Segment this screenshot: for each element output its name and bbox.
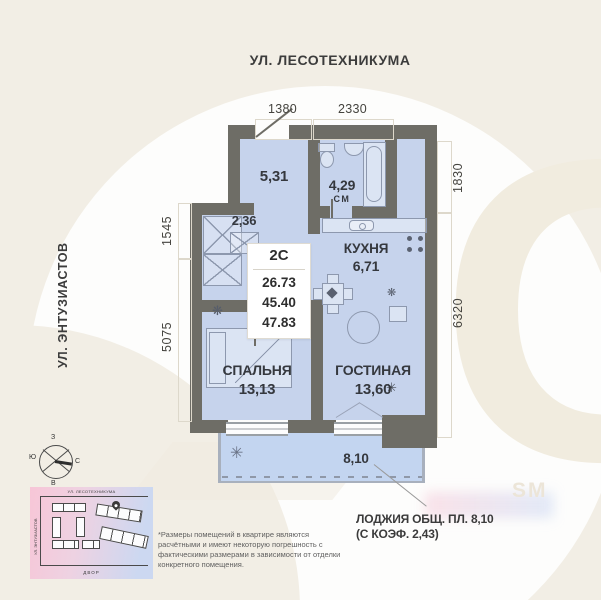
wall <box>288 420 336 433</box>
compass-circle <box>39 445 73 479</box>
unit-info-card: 2С 26.73 45.40 47.83 <box>247 243 311 339</box>
stove-icon <box>407 236 412 241</box>
minimap-building <box>52 503 86 512</box>
compass-west: З <box>51 434 56 441</box>
dimension-top-2: 2330 <box>337 102 367 116</box>
vent-icon: ✳ <box>230 445 244 462</box>
bed-fold-line <box>235 331 287 383</box>
plant-icon: ❋ <box>387 287 397 299</box>
dimension-bracket <box>437 212 452 438</box>
dimension-right-2: 6320 <box>451 297 465 329</box>
compass: З Ю С В <box>29 434 82 488</box>
street-label-top: УЛ. ЛЕСОТЕХНИКУМА <box>249 52 411 68</box>
decor-box-icon <box>389 306 407 322</box>
bathtub-icon <box>363 142 386 207</box>
compass-east: В <box>51 480 56 487</box>
dimension-bracket <box>437 141 452 214</box>
minimap-building <box>52 540 79 549</box>
kitchen-sink-drain <box>359 223 366 230</box>
unit-area-value: 45.40 <box>262 295 296 310</box>
wall <box>308 139 320 234</box>
divider <box>253 269 305 270</box>
dimension-bracket <box>313 119 394 140</box>
wall <box>320 206 330 218</box>
kitchen-counter <box>322 218 427 233</box>
minimap-street-left-label: УЛ. ЭНТУЗИАСТОВ <box>33 518 38 555</box>
kitchen-area: 6,71 <box>352 258 380 274</box>
dimension-top-1: 1380 <box>267 102 297 116</box>
wall <box>289 125 437 139</box>
toilet-icon <box>320 151 334 168</box>
bedroom-name: СПАЛЬНЯ <box>222 362 292 378</box>
wardrobe-area: 2,36 <box>231 213 257 228</box>
wall <box>228 125 240 215</box>
unit-area-value: 26.73 <box>262 275 296 290</box>
hallway-area: 5,31 <box>259 168 289 185</box>
dimension-right-1: 1830 <box>451 162 465 194</box>
wall <box>311 312 323 420</box>
plant-icon: ❋ <box>212 303 223 318</box>
unit-area-value: 47.83 <box>262 315 296 330</box>
loggia-note-line1: ЛОДЖИЯ ОБЩ. ПЛ. 8,10 <box>356 512 494 526</box>
minimap-building <box>76 517 85 537</box>
dimension-bracket <box>255 119 312 140</box>
vent-icon: ✳ <box>386 380 397 395</box>
minimap-building <box>82 540 100 549</box>
compass-north: С <box>75 458 81 465</box>
minimap-road-frame <box>40 496 148 566</box>
dimension-bracket <box>178 258 192 422</box>
wall <box>382 415 437 448</box>
bathroom-door-leaf <box>331 199 333 218</box>
large-letter-watermark: G <box>438 96 601 526</box>
bathroom-name: СМ <box>333 194 351 204</box>
minimap-street-top-label: УЛ. ЛЕСОТЕХНИКУМА <box>67 489 116 494</box>
loggia-area: 8,10 <box>343 451 369 466</box>
wall <box>425 139 437 420</box>
chair-icon <box>327 304 339 314</box>
dimension-bracket <box>178 203 192 260</box>
kitchen-sink-icon <box>349 220 374 231</box>
balcony-door-sill <box>334 422 382 436</box>
kitchen-name: КУХНЯ <box>343 241 389 256</box>
bedroom-area: 13,13 <box>238 381 276 398</box>
bathtub-inner <box>366 146 382 202</box>
wall <box>190 420 228 433</box>
location-minimap: УЛ. ЛЕСОТЕХНИКУМА УЛ. ЭНТУЗИАСТОВ ДВОР <box>30 487 153 579</box>
wall <box>202 300 252 312</box>
small-watermark: SM <box>512 479 548 502</box>
minimap-yard-label: ДВОР <box>83 570 100 575</box>
chair-icon <box>343 288 353 300</box>
wall <box>385 139 397 218</box>
minimap-pin-dot <box>113 502 119 508</box>
loggia-note-line2: (С КОЭФ. 2,43) <box>356 527 439 541</box>
footnote-text: *Размеры помещений в квартире являются р… <box>158 530 341 569</box>
living-room-area: 13,60 <box>354 381 392 398</box>
soft-color-blob <box>425 492 553 518</box>
wall <box>190 203 202 433</box>
loggia-glazing-line <box>222 476 422 478</box>
dimension-left-1: 1545 <box>160 215 174 247</box>
compass-south: Ю <box>29 454 37 461</box>
wardrobe-icon <box>203 254 242 286</box>
street-label-left: УЛ. ЭНТУЗИАСТОВ <box>56 242 70 368</box>
chair-icon <box>313 288 323 300</box>
chair-icon <box>327 274 339 284</box>
bed-pillow <box>209 332 226 384</box>
rug-icon <box>347 311 380 344</box>
unit-type-label: 2С <box>269 247 289 264</box>
dimension-left-2: 5075 <box>160 321 174 353</box>
minimap-building <box>52 517 61 538</box>
wall <box>190 203 254 215</box>
bedroom-window <box>226 422 288 436</box>
bathroom-area: 4,29 <box>328 177 356 193</box>
living-room-name: ГОСТИНАЯ <box>335 362 411 378</box>
